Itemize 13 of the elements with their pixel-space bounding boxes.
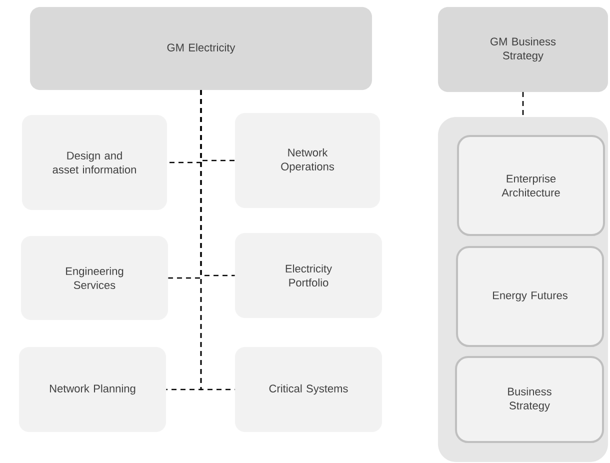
team-box: Energy Futures [456, 246, 604, 347]
team-box: Network Planning [19, 347, 166, 432]
manager-box: GM Business Strategy [438, 7, 608, 92]
team-box: Business Strategy [455, 356, 604, 443]
team-box: Critical Systems [235, 347, 382, 432]
team-box: Enterprise Architecture [457, 135, 605, 236]
connector-line [522, 92, 524, 117]
team-box: Electricity Portfolio [235, 233, 382, 318]
team-box: Engineering Services [21, 236, 168, 320]
manager-box: GM Electricity [30, 7, 372, 90]
connector-line [200, 90, 235, 390]
team-box: Network Operations [235, 113, 380, 208]
team-box: Design and asset information [22, 115, 167, 210]
